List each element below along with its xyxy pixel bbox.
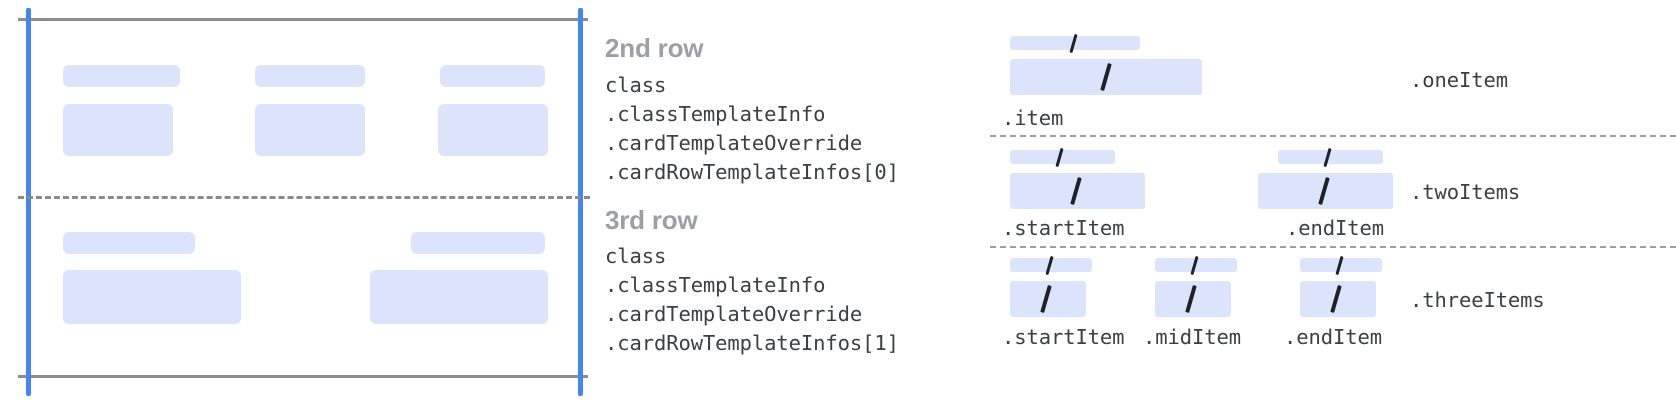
dashed-divider-icon	[990, 246, 1676, 248]
card-bottom-border	[18, 375, 588, 378]
placeholder-label-block	[440, 65, 545, 87]
item-slot	[1258, 173, 1398, 209]
card-top-border	[18, 18, 588, 21]
placeholder-label-block	[1278, 150, 1383, 164]
item-variant-label: .threeItems	[1410, 288, 1545, 312]
row-spec-code-line: .cardTemplateOverride	[605, 131, 863, 155]
item-slot	[1155, 281, 1235, 317]
item-variant-label: .twoItems	[1410, 180, 1521, 204]
row-spec-code-line: .classTemplateInfo	[605, 273, 826, 297]
placeholder-content-block	[63, 104, 173, 156]
row-spec-code-line: .cardRowTemplateInfos[1]	[605, 331, 899, 355]
card-row-layout-diagram	[0, 0, 600, 412]
item-slot	[1010, 255, 1100, 276]
row-spec-title: 3rd row	[605, 205, 698, 235]
item-variants-diagram: .item .oneItem .startItem	[980, 0, 1676, 412]
item-slot	[1010, 173, 1150, 209]
item-slot	[1155, 255, 1245, 276]
placeholder-label-block	[63, 232, 195, 254]
card-right-edge	[578, 8, 583, 396]
row-spec-code-line: class	[605, 244, 667, 268]
row-spec-column: 2nd row class .classTemplateInfo .cardTe…	[600, 0, 980, 412]
dashed-divider-icon	[990, 135, 1676, 137]
item-slot	[1278, 147, 1388, 168]
item-slot-label: .startItem	[1002, 325, 1125, 349]
card-row-divider	[18, 196, 590, 199]
placeholder-label-block	[1010, 150, 1115, 164]
item-slot	[1010, 33, 1170, 54]
row-spec-code-line: .classTemplateInfo	[605, 102, 826, 126]
row-spec-code-line: .cardTemplateOverride	[605, 302, 863, 326]
placeholder-content-block	[63, 270, 241, 324]
placeholder-label-block	[411, 232, 545, 254]
card-left-edge	[26, 8, 31, 396]
item-slot	[1300, 255, 1390, 276]
placeholder-label-block	[63, 65, 180, 87]
item-slot	[1010, 59, 1206, 95]
item-slot-label: .startItem	[1002, 216, 1125, 240]
item-slot	[1010, 147, 1120, 168]
item-slot-label: .endItem	[1284, 325, 1382, 349]
placeholder-content-block	[255, 104, 365, 156]
item-slot	[1300, 281, 1380, 317]
placeholder-content-block	[438, 104, 548, 156]
item-slot-label: .endItem	[1286, 216, 1384, 240]
row-spec-code-line: class	[605, 73, 667, 97]
placeholder-label-block	[255, 65, 365, 87]
row-spec-title: 2nd row	[605, 33, 704, 63]
item-slot	[1010, 281, 1090, 317]
item-variant-label: .oneItem	[1410, 68, 1508, 92]
placeholder-content-block	[370, 270, 548, 324]
item-slot-label: .item	[1002, 106, 1064, 130]
row-spec-code-line: .cardRowTemplateInfos[0]	[605, 160, 899, 184]
item-slot-label: .midItem	[1143, 325, 1241, 349]
